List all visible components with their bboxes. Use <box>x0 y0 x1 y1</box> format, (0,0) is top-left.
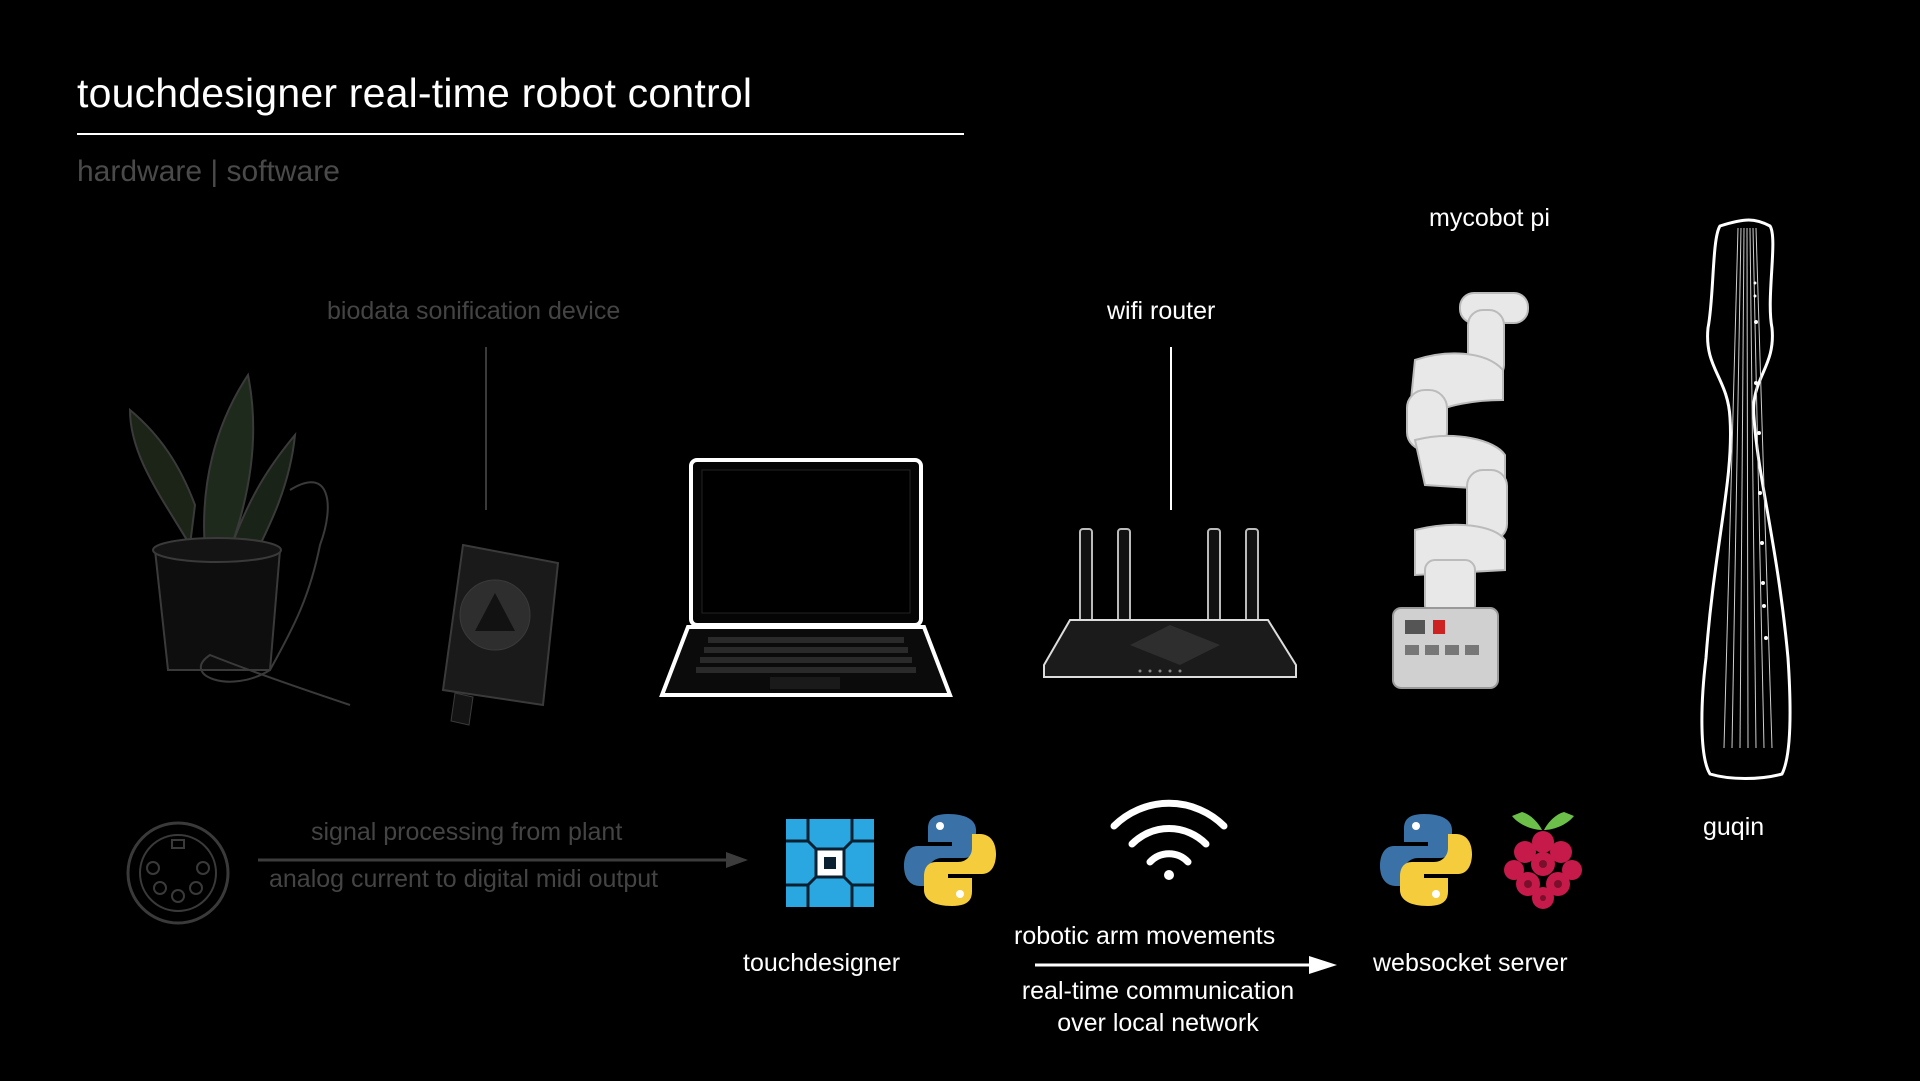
guqin-image <box>1700 218 1792 780</box>
router-leader-line <box>1170 347 1172 510</box>
biodata-device-image <box>441 543 560 726</box>
touchdesigner-label: touchdesigner <box>743 949 901 977</box>
python-icon <box>904 814 996 906</box>
midi-connector-icon <box>126 821 230 925</box>
raspberry-pi-icon <box>1504 812 1582 909</box>
robot-arm-image <box>1392 292 1529 689</box>
robot-label: mycobot pi <box>1429 204 1550 232</box>
guqin-label: guqin <box>1703 813 1765 841</box>
router-image <box>1043 528 1297 678</box>
python-icon <box>1380 814 1472 906</box>
local-network-label: over local network <box>1057 1009 1259 1037</box>
realtime-communication-label: real-time communication <box>1021 977 1295 1005</box>
signal-processing-label: signal processing from plant <box>311 818 623 846</box>
wifi-icon <box>1110 799 1228 880</box>
plant-image <box>128 372 351 706</box>
websocket-server-label: websocket server <box>1373 949 1568 977</box>
signal-conversion-label: analog current to digital midi output <box>269 865 659 893</box>
laptop-image <box>659 458 953 697</box>
biodata-device-label: biodata sonification device <box>327 297 621 325</box>
page-subtitle: hardware | software <box>77 155 340 188</box>
arm-movements-label: robotic arm movements <box>1014 922 1276 950</box>
router-label: wifi router <box>1107 297 1216 325</box>
biodata-leader-line <box>485 347 487 510</box>
arrow-right-icon <box>1035 956 1337 974</box>
arrow-right-icon <box>258 852 748 868</box>
title-divider <box>77 133 964 135</box>
page-title: touchdesigner real-time robot control <box>77 70 753 116</box>
touchdesigner-icon <box>786 819 874 907</box>
